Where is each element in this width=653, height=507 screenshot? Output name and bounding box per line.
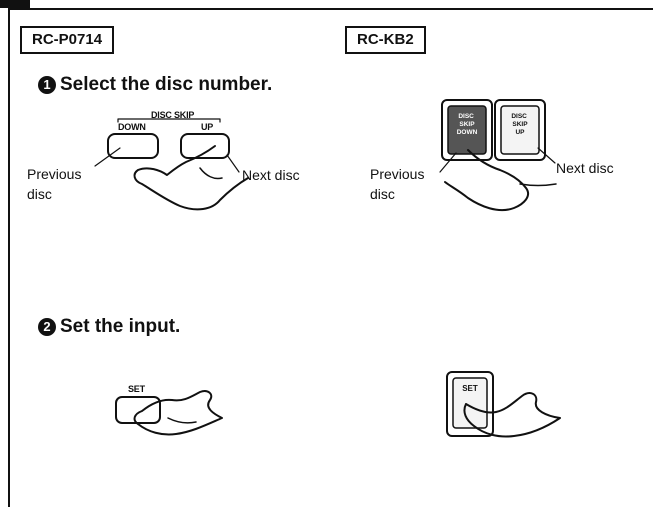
set-key-right [452,377,488,429]
pointing-hand-left-step2 [133,390,223,436]
pointing-hand-right-step1 [444,149,530,212]
step-1-heading: 1 Select the disc number. [38,74,272,96]
disc-skip-down-key-frame [441,99,493,161]
model-label-rc-kb2: RC-KB2 [345,26,426,54]
previous-disc-leader-right [439,152,457,173]
key-text-line: UP [515,129,525,136]
disc-skip-group-label: DISC SKIP [151,110,195,120]
hand-knuckle-left-step1 [199,167,223,180]
hand-wrist-right-step1 [519,183,557,187]
pointing-hand-left-step1 [133,145,249,211]
next-disc-caption-left: Next disc [242,167,300,183]
key-text-line: SKIP [459,121,475,128]
step-2-heading: 2 Set the input. [38,316,180,338]
hand-knuckle-left-step2 [167,417,197,424]
previous-disc-caption-right: Previous disc [370,166,425,202]
previous-disc-caption-left: Previous disc [27,166,82,202]
key-text-line: DOWN [457,129,478,136]
next-disc-leader-left [226,154,240,173]
set-key-right-label: SET [462,384,478,393]
section-tab-marker [0,0,30,8]
model-label-rc-p0714: RC-P0714 [20,26,115,54]
disc-skip-down-key [447,105,487,155]
disc-skip-up-key [500,105,540,155]
disc-skip-down-label: DOWN [118,122,146,132]
key-text-line: SKIP [512,121,528,128]
page-frame [8,8,653,507]
next-disc-caption-right: Next disc [556,160,614,176]
pointing-hand-right-step2 [463,392,561,438]
disc-skip-up-key-frame [494,99,546,161]
step-1-title: Select the disc number. [60,74,273,95]
disc-skip-bracket [117,118,221,123]
step-2-number-badge: 2 [38,318,56,336]
disc-skip-up-button [180,133,230,159]
disc-skip-up-label: UP [201,122,214,132]
step-2-title: Set the input. [60,316,181,337]
step-1-number-badge: 1 [38,76,56,94]
previous-disc-leader-left [94,147,121,167]
set-button-label-left: SET [128,384,145,394]
set-button-left [115,396,161,424]
next-disc-leader-right [537,147,556,164]
disc-skip-down-button [107,133,159,159]
set-key-frame-right [446,371,494,437]
